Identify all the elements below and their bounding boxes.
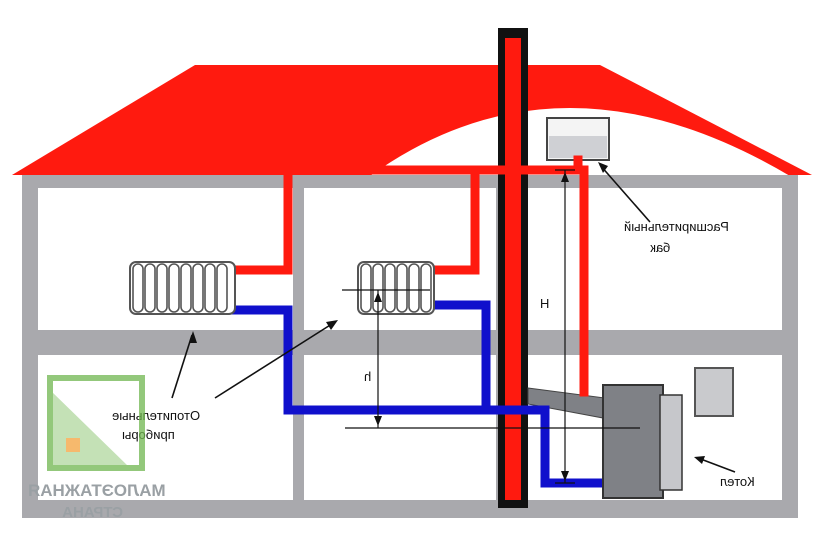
radiator-icon xyxy=(129,261,236,315)
height-label-small: h xyxy=(364,369,371,384)
watermark-line1: МАЛОЭТАЖНАЯ xyxy=(28,481,166,500)
pointer-arrows xyxy=(171,164,736,473)
expansion-tank-label-line1: Расширительный xyxy=(624,219,729,234)
boiler-side xyxy=(659,394,683,491)
dimension-arrows xyxy=(374,172,569,481)
window xyxy=(694,367,734,417)
hot-pipes xyxy=(227,155,589,397)
pointer-arrowheads xyxy=(189,162,705,464)
chimney-inner xyxy=(505,38,521,500)
heaters-label-line1: Отопительные xyxy=(112,408,200,423)
boiler-icon xyxy=(602,384,664,499)
watermark-line2: СТРАНА xyxy=(62,504,123,521)
expansion-tank-label-line2: бак xyxy=(650,240,670,255)
radiator-icon xyxy=(357,261,435,315)
room-upper-right xyxy=(527,188,782,330)
dimension-lines xyxy=(342,169,640,484)
watermark-logo xyxy=(47,375,145,471)
tank-water xyxy=(549,136,607,158)
height-label-big: H xyxy=(540,296,549,311)
boiler-label: Котел xyxy=(720,474,755,489)
heaters-label-line2: приборы xyxy=(122,427,175,442)
